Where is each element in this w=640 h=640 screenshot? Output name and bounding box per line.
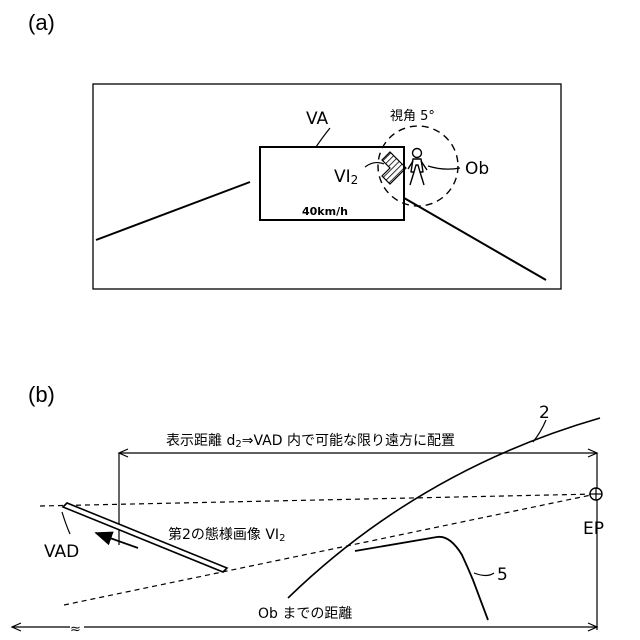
mode-text: 第2の態様画像 VI2	[168, 526, 285, 544]
ep-label: EP	[583, 519, 604, 539]
sight-line-lower	[64, 494, 596, 605]
speed-text: 40km/h	[302, 205, 348, 218]
vad-label: VAD	[44, 542, 79, 562]
vad-leader	[62, 512, 70, 534]
ob-leader	[428, 166, 460, 169]
road-edge-right	[392, 191, 546, 280]
sight-line-upper	[40, 494, 596, 506]
windshield-label: 2	[539, 403, 550, 423]
obstacle-leader	[474, 573, 494, 576]
ob-distance-text: Ob までの距離	[258, 605, 352, 622]
road-edge-left	[96, 182, 250, 240]
pedestrian-icon	[408, 149, 427, 186]
panel-a-label: (a)	[28, 10, 55, 35]
va-leader	[316, 128, 330, 147]
va-label: VA	[306, 109, 329, 129]
panel-b-label: (b)	[28, 382, 55, 407]
obstacle-label: 5	[497, 565, 508, 585]
display-distance-text: 表示距離 d2⇒VAD 内で可能な限り遠方に配置	[166, 432, 455, 450]
obstacle-shape	[355, 537, 488, 620]
view-angle-label: 視角 5°	[390, 109, 435, 124]
break-mark: ≈	[70, 622, 81, 637]
ob-label: Ob	[465, 159, 489, 179]
